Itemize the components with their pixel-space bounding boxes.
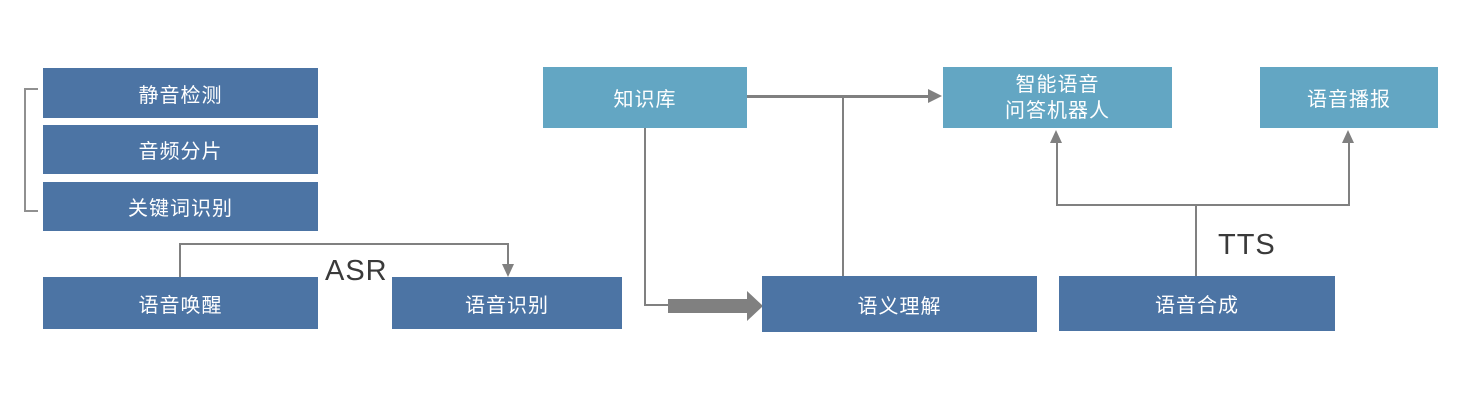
tts-right-arrowhead-icon: [1342, 130, 1354, 143]
node-speech-synthesis: 语音合成: [1059, 276, 1335, 331]
node-speech-recognition: 语音识别: [392, 277, 622, 329]
node-qa-robot-line1: 智能语音: [1015, 73, 1100, 96]
node-qa-robot-line2: 问答机器人: [1005, 99, 1110, 122]
connector-asr-vertical-left: [179, 245, 181, 277]
node-voice-broadcast: 语音播报: [1260, 67, 1438, 128]
connector-asr-horizontal: [179, 243, 509, 245]
node-voice-wakeup: 语音唤醒: [43, 277, 318, 329]
group-bracket: [24, 88, 38, 212]
node-keyword-recognition: 关键词识别: [43, 182, 318, 231]
thick-arrow-shaft: [668, 299, 747, 313]
connector-tts-stem: [1195, 205, 1197, 276]
asr-arrowhead-icon: [502, 264, 514, 277]
connector-tts-horizontal: [1056, 204, 1350, 206]
node-silence-detection: 静音检测: [43, 68, 318, 118]
kb-to-robot-arrowhead-icon: [928, 89, 942, 103]
edge-label-tts: TTS: [1218, 229, 1276, 261]
tts-left-arrowhead-icon: [1050, 130, 1062, 143]
connector-asr-vertical-right: [507, 245, 509, 265]
node-knowledge-base: 知识库: [543, 67, 747, 128]
connector-branch-to-semantic: [842, 97, 844, 276]
connector-kb-down: [644, 128, 646, 306]
connector-kb-down-horizontal: [644, 304, 670, 306]
connector-tts-vertical-right: [1348, 143, 1350, 205]
node-audio-slicing: 音频分片: [43, 125, 318, 174]
connector-kb-to-robot: [747, 95, 929, 98]
thick-arrowhead-icon: [747, 291, 763, 321]
node-semantic-understanding: 语义理解: [762, 276, 1037, 332]
edge-label-asr: ASR: [325, 255, 388, 287]
connector-tts-vertical-left: [1056, 143, 1058, 205]
node-qa-robot: 智能语音 问答机器人: [943, 67, 1172, 128]
